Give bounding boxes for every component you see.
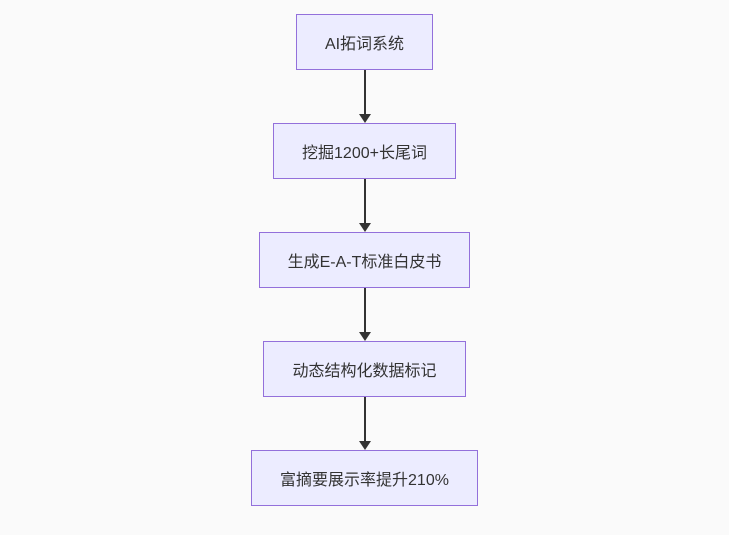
node-label: 动态结构化数据标记	[292, 363, 437, 380]
arrow-head-icon	[358, 114, 371, 123]
flow-arrow-2	[358, 179, 371, 232]
node-label: AI拓词系统	[324, 36, 405, 53]
flow-arrow-3	[358, 288, 371, 341]
node-label: 生成E-A-T标准白皮书	[287, 254, 442, 271]
flowchart-node-eat-whitepaper: 生成E-A-T标准白皮书	[258, 232, 471, 288]
arrow-line	[363, 397, 366, 441]
arrow-head-icon	[358, 441, 371, 450]
flowchart-node-structured-data: 动态结构化数据标记	[263, 341, 466, 397]
arrow-head-icon	[358, 332, 371, 341]
flowchart-node-rich-snippet-result: 富摘要展示率提升210%	[251, 450, 478, 506]
flow-arrow-1	[358, 70, 371, 123]
node-label: 挖掘1200+长尾词	[302, 145, 427, 162]
arrow-line	[363, 179, 366, 223]
flow-arrow-4	[358, 397, 371, 450]
flowchart-node-longtail-mining: 挖掘1200+长尾词	[273, 123, 456, 179]
flowchart-node-ai-word-expansion: AI拓词系统	[295, 14, 434, 70]
arrow-head-icon	[358, 223, 371, 232]
node-label: 富摘要展示率提升210%	[280, 472, 449, 489]
arrow-line	[363, 288, 366, 332]
arrow-line	[363, 70, 366, 114]
